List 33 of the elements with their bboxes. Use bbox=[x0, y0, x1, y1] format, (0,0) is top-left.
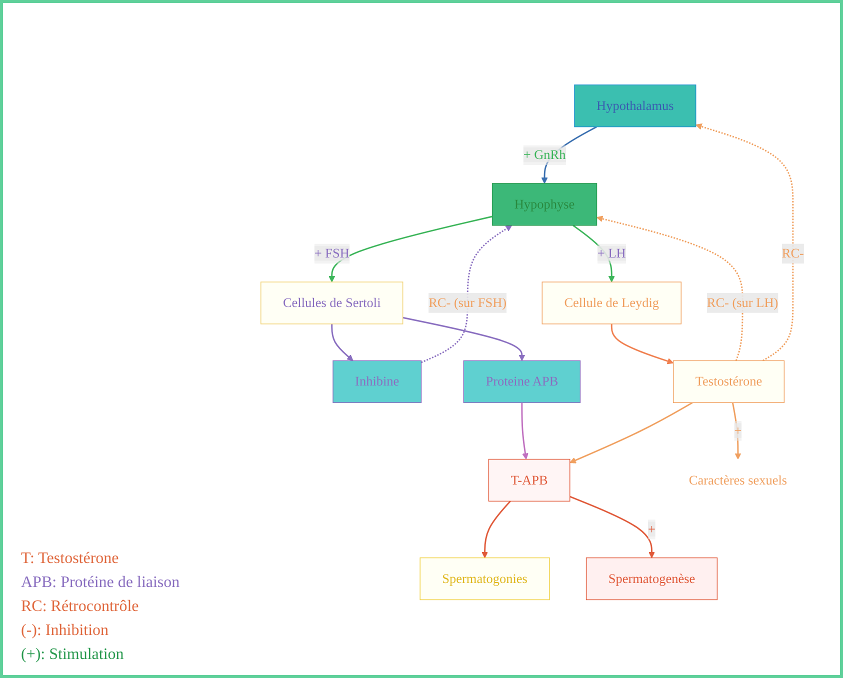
edge-label: + LH bbox=[596, 246, 626, 260]
legend-note: APB: Protéine de liaison bbox=[21, 573, 180, 593]
node-box: Spermatogenèse bbox=[585, 557, 718, 600]
arrow bbox=[330, 324, 353, 361]
node-box: Proteine APB bbox=[462, 360, 580, 403]
edge-label: + GnRh bbox=[522, 147, 566, 162]
node-box: T-APB bbox=[488, 458, 570, 502]
legend-note: T: Testostérone bbox=[21, 549, 119, 569]
node-box: Spermatogonies bbox=[419, 557, 550, 600]
node-box: Testostérone bbox=[672, 360, 784, 403]
node-box: Cellule de Leydig bbox=[541, 281, 681, 324]
edge-label: + bbox=[734, 422, 742, 438]
node-box: Cellules de Sertoli bbox=[260, 281, 403, 324]
legend-note: (+): Stimulation bbox=[21, 645, 124, 665]
node-box: Inhibine bbox=[332, 360, 422, 403]
arrow bbox=[520, 402, 528, 460]
node-text: Caractères sexuels bbox=[688, 472, 787, 487]
node-box: Hypothalamus bbox=[574, 84, 696, 127]
edge-label: RC- (sur LH) bbox=[706, 294, 778, 310]
arrow bbox=[328, 215, 492, 282]
node-box: Hypophyse bbox=[491, 182, 597, 226]
edge-label: + FSH bbox=[314, 246, 349, 260]
edge-label: RC- bbox=[781, 246, 804, 260]
arrow bbox=[420, 224, 512, 363]
edge-label: RC- (sur FSH) bbox=[428, 294, 506, 310]
arrow bbox=[695, 123, 794, 362]
edge-label: + bbox=[648, 521, 655, 536]
arrow bbox=[610, 324, 674, 364]
legend-note: (-): Inhibition bbox=[21, 621, 109, 641]
arrow bbox=[481, 500, 510, 558]
arrow bbox=[402, 316, 525, 361]
arrow bbox=[569, 402, 692, 464]
legend-note: RC: Rétrocontrôle bbox=[21, 597, 139, 617]
